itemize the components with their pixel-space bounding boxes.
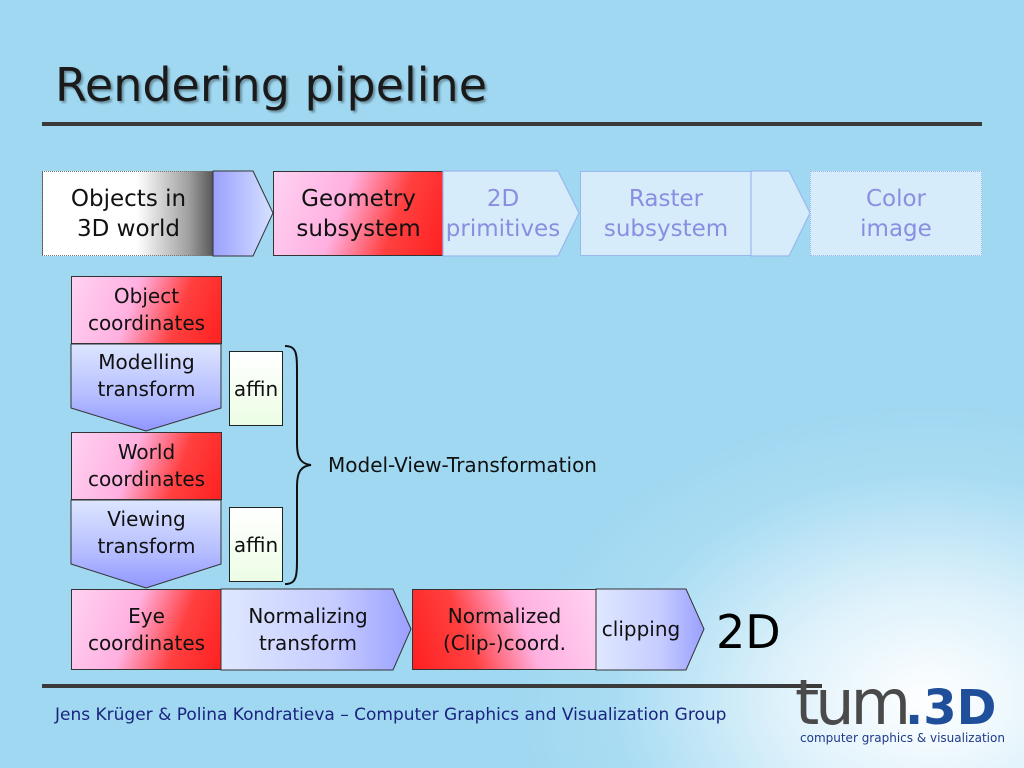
color-line-2: image (860, 215, 932, 242)
viewing-transform-label: Viewing transform (71, 503, 222, 563)
world-line-2: coordinates (87, 467, 206, 491)
logo-subtitle: computer graphics & visualization (800, 731, 1005, 745)
affin-label-2: affin (229, 507, 283, 582)
modelling-line-2: transform (97, 377, 196, 401)
eye-line-1: Eye (128, 603, 165, 628)
objects-in-3d-world-box: Objects in 3D world (42, 171, 215, 256)
normalizing-line-1: Normalizing (248, 603, 368, 628)
primitives-line-2: primitives (445, 215, 561, 242)
geometry-subsystem-box: Geometry subsystem (273, 171, 444, 256)
model-view-transformation-label: Model-View-Transformation (328, 453, 597, 477)
color-line-1: Color (865, 185, 927, 212)
viewing-transform-arrow (70, 499, 222, 589)
tum-3d-logo: tum .3D (795, 666, 996, 739)
object-line-2: coordinates (87, 311, 206, 335)
viewing-line-2: transform (97, 534, 196, 558)
raster-line-1: Raster (628, 185, 704, 212)
footer-credits: Jens Krüger & Polina Kondratieva – Compu… (55, 705, 727, 725)
primitives-line-1: 2D (486, 185, 520, 212)
geometry-line-2: subsystem (296, 215, 421, 242)
modelling-transform-label: Modelling transform (71, 346, 222, 406)
top-arrow-2d-primitives (442, 170, 580, 257)
2d-primitives-label: 2D primitives (443, 171, 563, 256)
normalized-clip-coord-box: Normalized(Clip-)coord. (412, 589, 597, 670)
objects-line-1: Objects in (70, 185, 187, 212)
geometry-line-1: Geometry (301, 185, 416, 212)
color-image-box: Color image (810, 171, 982, 256)
top-arrow-1 (212, 170, 274, 257)
eye-line-2: coordinates (87, 630, 206, 655)
normalized-line-1: Normalized (447, 603, 562, 628)
model-view-brace (284, 345, 312, 585)
normalizing-line-2: transform (258, 630, 358, 655)
object-coordinates-box: Object coordinates (71, 276, 222, 344)
modelling-line-1: Modelling (98, 350, 195, 374)
raster-subsystem-box: Raster subsystem (580, 171, 752, 256)
top-arrow-3 (750, 170, 811, 257)
footer-divider (42, 684, 822, 688)
world-coordinates-box: World coordinates (71, 432, 222, 500)
normalized-line-2: (Clip-)coord. (443, 630, 566, 655)
objects-line-2: 3D world (77, 215, 180, 242)
svg-text:.3D: .3D (905, 680, 996, 736)
2d-result-label: 2D (716, 605, 781, 659)
title-divider (42, 122, 982, 126)
clipping-label: clipping (601, 617, 681, 641)
affin-label-1: affin (229, 351, 283, 426)
viewing-line-1: Viewing (107, 507, 186, 531)
slide-title: Rendering pipeline (55, 58, 488, 112)
normalizing-transform-arrow (220, 588, 412, 671)
tum-3d-logo-text: tum (795, 666, 907, 739)
object-line-1: Object (113, 284, 180, 308)
clipping-arrow (595, 588, 705, 671)
modelling-transform-arrow (70, 343, 222, 432)
raster-line-2: subsystem (603, 215, 729, 242)
world-line-1: World (117, 440, 176, 464)
